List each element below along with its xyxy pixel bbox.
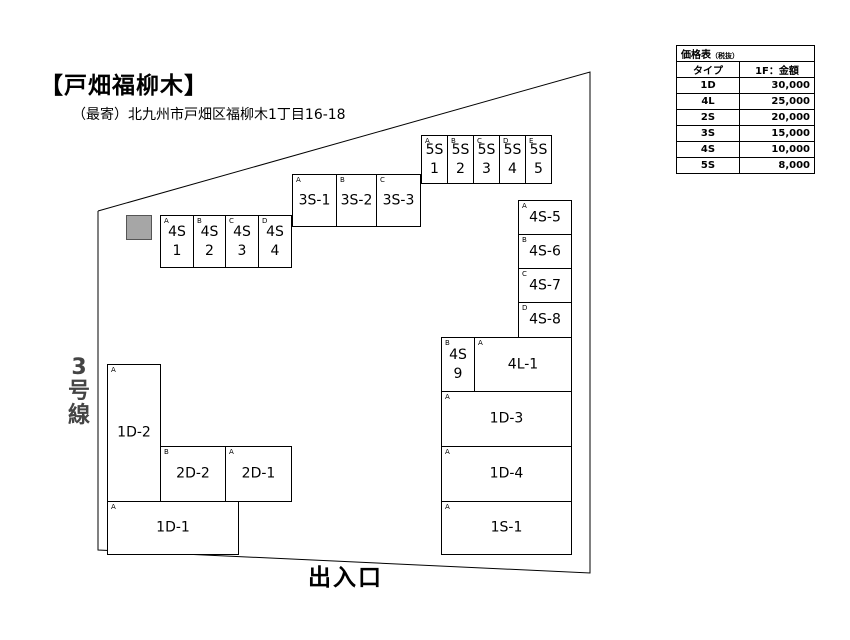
price-col-price: 1F：金額 bbox=[739, 61, 815, 78]
price-table-title: 価格表（税抜） bbox=[676, 45, 815, 62]
road-label: 3 号 線 bbox=[67, 355, 90, 428]
entrance-label: 出入口 bbox=[308, 565, 383, 591]
address: （最寄）北九州市戸畑区福柳木1丁目16-18 bbox=[72, 107, 346, 123]
gray-block bbox=[126, 215, 152, 240]
price-col-type: タイプ bbox=[676, 61, 740, 78]
page-title: 【戸畑福柳木】 bbox=[40, 73, 208, 99]
